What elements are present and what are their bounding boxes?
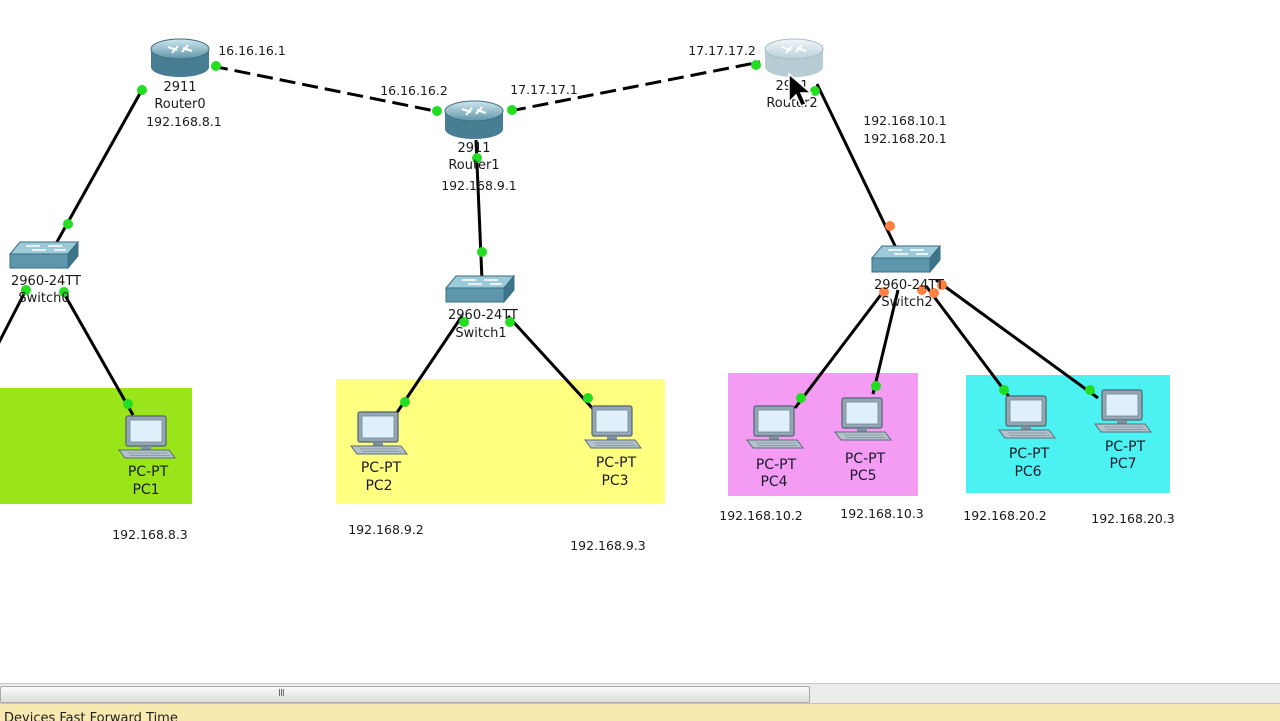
router1[interactable] (444, 100, 504, 140)
pc3[interactable] (584, 405, 642, 449)
router2-lan-ip-2: 192.168.20.1 (863, 131, 947, 146)
switch2[interactable] (871, 245, 941, 273)
cable-router2-switch2[interactable] (815, 83, 900, 253)
cable-switch0-offscreen[interactable] (0, 285, 30, 360)
pc6-name-label: PC6 (1014, 464, 1041, 480)
pc1-type-label: PC-PT (128, 464, 169, 480)
mouse-pointer-icon (788, 72, 814, 107)
link-light (751, 60, 761, 70)
pc3-type-label: PC-PT (596, 455, 637, 471)
pc2-name-label: PC2 (365, 478, 392, 494)
link-light (796, 393, 806, 403)
switch1-model-label: 2960-24TT (448, 308, 518, 323)
link-light (459, 317, 469, 327)
status-bar-text: Devices Fast Forward Time (4, 711, 178, 721)
switch2-model-label: 2960-24TT (874, 278, 944, 293)
horizontal-scrollbar[interactable]: III (0, 683, 1280, 704)
link-light (507, 105, 517, 115)
router2-lan-ip-1: 192.168.10.1 (863, 113, 947, 128)
status-bar: Devices Fast Forward Time (0, 703, 1280, 721)
link-light (871, 381, 881, 391)
link-light (432, 106, 442, 116)
router0-lan-ip: 192.168.8.1 (146, 114, 222, 129)
link-light (477, 247, 487, 257)
cable-router1-router2[interactable] (509, 60, 761, 113)
pc5-name-label: PC5 (849, 468, 876, 484)
router0[interactable] (150, 38, 210, 78)
link-light (999, 385, 1009, 395)
switch0-model-label: 2960-24TT (11, 274, 81, 289)
link-light-orange (917, 285, 927, 295)
wan-ip-router0: 16.16.16.1 (218, 43, 286, 58)
link-light-orange (929, 288, 939, 298)
cable-switch2-pc7[interactable] (935, 278, 1099, 400)
link-light (59, 287, 69, 297)
switch1-name-label: Switch1 (455, 326, 506, 341)
pc5-type-label: PC-PT (845, 451, 886, 467)
pc6-type-label: PC-PT (1009, 446, 1050, 462)
pc5-ip-label: 192.168.10.3 (840, 506, 924, 521)
link-light (1085, 385, 1095, 395)
pc2-type-label: PC-PT (361, 460, 402, 476)
router1-model-label: 2911 (457, 141, 490, 156)
link-light (63, 219, 73, 229)
pc1-ip-label: 192.168.8.3 (112, 527, 188, 542)
pc6-ip-label: 192.168.20.2 (963, 508, 1047, 523)
link-light (583, 393, 593, 403)
router0-model-label: 2911 (163, 80, 196, 95)
router0-name-label: Router0 (154, 97, 205, 112)
link-light-orange (885, 221, 895, 231)
link-light-orange (879, 287, 889, 297)
wan-ip-router2: 17.17.17.2 (688, 43, 756, 58)
pc4-type-label: PC-PT (756, 457, 797, 473)
switch0-name-label: Switch0 (18, 291, 69, 306)
pc3-name-label: PC3 (601, 473, 628, 489)
cable-switch2-pc4[interactable] (793, 287, 888, 409)
link-light-orange (937, 280, 947, 290)
router2[interactable] (764, 38, 824, 78)
link-light (123, 399, 133, 409)
scrollbar-grip: III (278, 688, 285, 699)
link-light (21, 285, 31, 295)
workspace-canvas[interactable]: 2911 Router0 192.168.8.1 2911 Router1 19… (0, 0, 1280, 683)
pc4[interactable] (746, 405, 804, 449)
scrollbar-thumb[interactable]: III (0, 686, 810, 703)
pc7-name-label: PC7 (1109, 456, 1136, 472)
pc7[interactable] (1094, 389, 1152, 433)
pc5[interactable] (834, 397, 892, 441)
pc4-ip-label: 192.168.10.2 (719, 508, 803, 523)
router1-lan-ip: 192.168.9.1 (441, 178, 517, 193)
pc2-ip-label: 192.168.9.2 (348, 522, 424, 537)
cable-switch2-pc6[interactable] (924, 285, 1012, 399)
pc1-name-label: PC1 (132, 482, 159, 498)
link-light (137, 85, 147, 95)
pc6[interactable] (998, 395, 1056, 439)
wan-ip-router1-left: 16.16.16.2 (380, 83, 448, 98)
link-light (810, 86, 820, 96)
router1-name-label: Router1 (448, 158, 499, 173)
cable-router0-router1[interactable] (211, 64, 441, 114)
pc7-ip-label: 192.168.20.3 (1091, 511, 1175, 526)
link-light (211, 61, 221, 71)
cable-switch2-pc5[interactable] (871, 289, 900, 395)
link-light (472, 153, 482, 163)
link-light (505, 317, 515, 327)
cable-switch1-pc3[interactable] (506, 314, 596, 412)
cable-switch0-pc1[interactable] (60, 289, 135, 416)
pc7-type-label: PC-PT (1105, 439, 1146, 455)
pc4-name-label: PC4 (760, 474, 787, 490)
pc3-ip-label: 192.168.9.3 (570, 538, 646, 553)
switch0[interactable] (9, 241, 79, 269)
wan-ip-router1-right: 17.17.17.1 (510, 82, 578, 97)
link-light (400, 397, 410, 407)
switch1[interactable] (445, 275, 515, 303)
switch2-name-label: Switch2 (881, 295, 932, 310)
